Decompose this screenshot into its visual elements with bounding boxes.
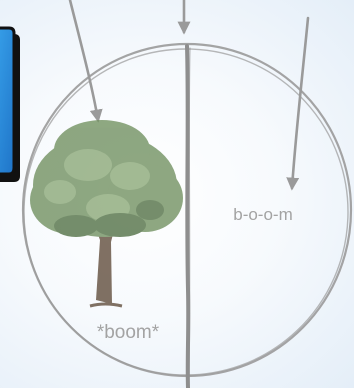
card-fragment xyxy=(0,28,20,182)
arrow-left xyxy=(70,0,98,120)
tree-icon xyxy=(30,120,183,306)
left-word-label: *boom* xyxy=(97,322,160,343)
divider-line xyxy=(187,46,190,388)
right-word-label: b-o-o-m xyxy=(233,205,293,224)
